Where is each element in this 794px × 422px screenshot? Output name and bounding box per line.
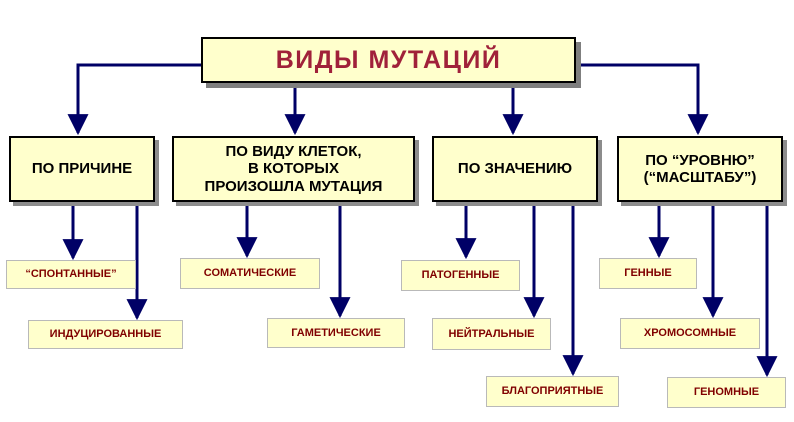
diagram-title-box: ВИДЫ МУТАЦИЙ: [201, 37, 576, 83]
type-pathogenic: ПАТОГЕННЫЕ: [401, 260, 520, 291]
type-label: ХРОМОСОМНЫЕ: [643, 327, 737, 340]
type-label: ГАМЕТИЧЕСКИЕ: [291, 326, 381, 339]
type-neutral: НЕЙТРАЛЬНЫЕ: [432, 318, 551, 350]
type-label: ГЕННЫЕ: [624, 267, 672, 280]
type-label: СОМАТИЧЕСКИЕ: [203, 267, 297, 280]
connector-title-to-level: [576, 63, 709, 136]
category-label: ПО ВИДУ КЛЕТОК, В КОТОРЫХ ПРОИЗОШЛА МУТА…: [204, 143, 383, 195]
connector-title-to-cause: [67, 63, 201, 136]
type-label: ГЕНОМНЫЕ: [693, 386, 760, 399]
category-label: ПО “УРОВНЮ” (“МАСШТАБУ”): [643, 151, 757, 186]
category-by-cell-type: ПО ВИДУ КЛЕТОК, В КОТОРЫХ ПРОИЗОШЛА МУТА…: [172, 136, 415, 202]
type-gene: ГЕННЫЕ: [599, 258, 697, 289]
type-spontaneous: “СПОНТАННЫЕ”: [6, 260, 136, 289]
category-by-significance: ПО ЗНАЧЕНИЮ: [432, 136, 598, 202]
type-label: НЕЙТРАЛЬНЫЕ: [448, 327, 535, 340]
type-label: БЛАГОПРИЯТНЫЕ: [501, 385, 604, 398]
category-by-cause: ПО ПРИЧИНЕ: [9, 136, 155, 202]
type-gametic: ГАМЕТИЧЕСКИЕ: [267, 318, 405, 348]
type-label: ПАТОГЕННЫЕ: [421, 269, 500, 282]
type-somatic: СОМАТИЧЕСКИЕ: [180, 258, 320, 289]
type-beneficial: БЛАГОПРИЯТНЫЕ: [486, 376, 619, 407]
diagram-title: ВИДЫ МУТАЦИЙ: [275, 45, 502, 74]
category-by-level: ПО “УРОВНЮ” (“МАСШТАБУ”): [617, 136, 783, 202]
type-label: ИНДУЦИРОВАННЫЕ: [49, 328, 162, 341]
category-label: ПО ПРИЧИНЕ: [31, 160, 133, 178]
category-label: ПО ЗНАЧЕНИЮ: [457, 160, 573, 178]
type-induced: ИНДУЦИРОВАННЫЕ: [28, 320, 183, 349]
type-genomic: ГЕНОМНЫЕ: [667, 377, 786, 408]
type-label: “СПОНТАННЫЕ”: [25, 268, 117, 281]
type-chromosomal: ХРОМОСОМНЫЕ: [620, 318, 760, 349]
